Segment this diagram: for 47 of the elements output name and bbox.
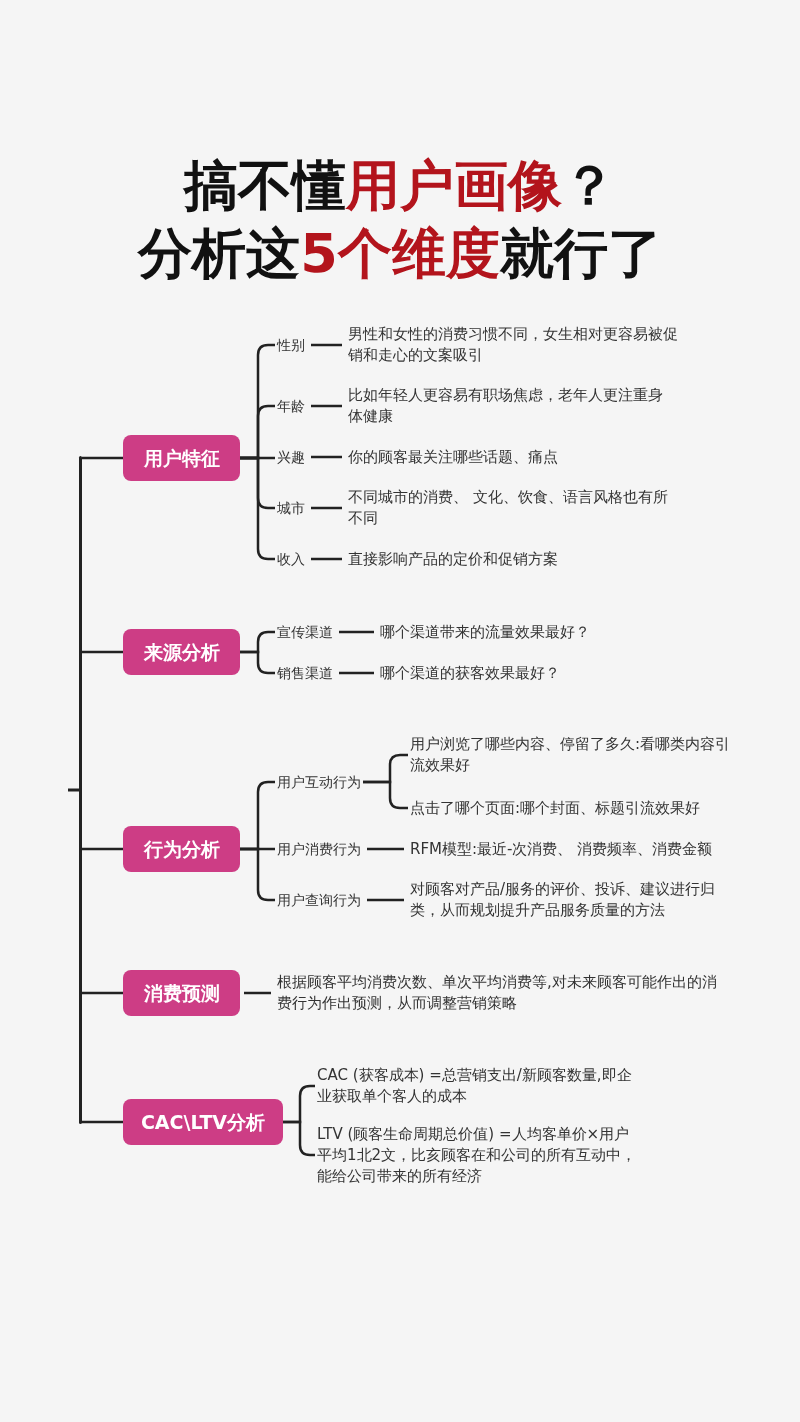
description-text: LTV (顾客生命周期总价值) =人均客单价×用户平均1北2文，比亥顾客在和公司的所有互动中，能给公司带来的所有经济 (315, 1123, 641, 1187)
branch-label: 销售渠道 (275, 663, 335, 683)
description-text: 直接影响产品的定价和促销方案 (346, 548, 684, 570)
connector-line (367, 847, 404, 851)
connector-line (82, 1120, 123, 1124)
category-box: CAC\LTV分析 (123, 1099, 283, 1145)
connector-line (82, 847, 123, 851)
connector-line (311, 455, 342, 459)
branch-label: 用户查询行为 (275, 890, 363, 910)
connector-line (367, 898, 404, 902)
connector-line (311, 557, 342, 561)
category-box: 行为分析 (123, 826, 240, 872)
connector-line (311, 404, 342, 408)
title: 搞不懂用户画像？分析这5个维度就行了 (136, 153, 663, 287)
description-text: 不同城市的消费、 文化、饮食、语言风格也有所不同 (346, 487, 684, 529)
description-text: 哪个渠道的获客效果最好？ (378, 662, 702, 684)
category-box: 来源分析 (123, 629, 240, 675)
branch-label: 宣传渠道 (275, 622, 335, 642)
branch-label: 兴趣 (275, 447, 307, 467)
connector-line (311, 343, 342, 347)
branch-label: 用户消费行为 (275, 839, 363, 859)
category-box: 用户特征 (123, 435, 240, 481)
connector-line (339, 671, 374, 675)
description-text: 根据顾客平均消费次数、单次平均消费等,对未来顾客可能作出的消费行为作出预测，从而调整营销策略 (275, 972, 719, 1014)
connector-line (82, 991, 123, 995)
connector-line (339, 630, 374, 634)
description-text: CAC (获客成本) =总营销支出/新顾客数量,即企业获取单个客人的成本 (315, 1065, 641, 1107)
description-text: 比如年轻人更容易有职场焦虑，老年人更注重身体健康 (346, 385, 672, 427)
branch-label: 年龄 (275, 396, 307, 416)
branch-label: 收入 (275, 549, 307, 569)
description-text: 点击了哪个页面:哪个封面、标题引流效果好 (408, 797, 757, 819)
trunk-bar (79, 456, 82, 1124)
branch-label: 性别 (275, 335, 307, 355)
connector-line (244, 991, 271, 995)
description-text: 男性和女性的消费习惯不同，女生相对更容易被促销和走心的文案吸引 (346, 324, 684, 366)
description-text: 哪个渠道带来的流量效果最好？ (378, 621, 702, 643)
branch-label: 城市 (275, 498, 307, 518)
connector-line (82, 456, 123, 460)
description-text: 用户浏览了哪些内容、停留了多久:看哪类内容引流效果好 (408, 734, 740, 776)
description-text: RFM模型:最近-次消费、 消费频率、消费金额 (408, 838, 757, 860)
category-box: 消费预测 (123, 970, 240, 1016)
description-text: 对顾客对产品/服务的评价、投诉、建议进行归类，从而规划提升产品服务质量的方法 (408, 879, 720, 921)
description-text: 你的顾客最关注哪些话题、痛点 (346, 446, 684, 468)
branch-label: 用户互动行为 (275, 772, 363, 792)
connector-line (311, 506, 342, 510)
connector-line (240, 650, 275, 675)
connector-line (82, 650, 123, 654)
